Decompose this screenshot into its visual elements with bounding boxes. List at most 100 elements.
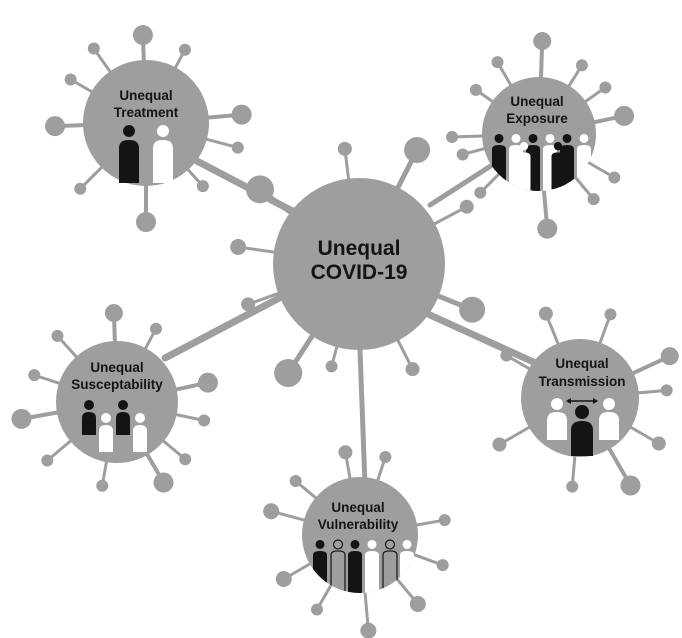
virus-spike-tip [230,239,247,256]
virus-body [83,60,209,186]
treatment-label-line1: Unequal [119,88,172,103]
susceptability-virus [11,304,218,493]
virus-spike-tip [64,73,77,86]
center-label-line2: COVID-19 [311,261,408,284]
person-head [528,134,538,143]
treatment-label-line2: Treatment [114,105,179,120]
people-with-double-arrow-icon [547,398,619,456]
central-virus [230,136,486,388]
person-head [553,142,563,151]
virus-spike-tip [566,480,579,493]
person-head [402,540,412,549]
virus-spike-tip [263,503,280,520]
person-head [315,540,325,549]
virus-spike-tip [459,199,474,214]
virus-spike-tip [274,359,303,388]
virus-spike-tip [587,193,600,206]
virus-spike-tip [41,454,54,467]
person-head [562,134,572,143]
person-head [579,134,589,143]
virus-spike-tip [614,105,635,126]
virus-spike-tip [337,141,352,156]
staggered-group-of-people-icon [82,400,147,452]
person-head [519,142,529,151]
exposure-label-line1: Unequal [510,94,563,109]
virus-spike-tip [231,141,244,154]
person-head [511,134,521,143]
virus-spike-tip [459,296,486,323]
virus-spike-tip [136,212,156,232]
person-head [367,540,377,549]
person-body [330,550,346,593]
person-body [517,152,531,191]
person-body [551,152,565,191]
virus-spike-tip [196,180,209,193]
virus-spike-tip [311,603,323,616]
person-body [382,550,398,593]
virus-spike-tip [197,372,218,393]
virus-spike-tip [575,59,588,72]
virus-spike-tip [198,414,211,427]
virus-spike-tip [446,131,459,144]
person-head [545,134,555,143]
virus-spike-tip [96,479,109,492]
virus-spike-tip [153,472,174,493]
virus-spike-tip [538,306,553,321]
transmission-label-line1: Unequal [555,356,608,371]
connector-exposure [427,157,503,208]
virus-spike-tip [245,175,274,204]
virus-spike-tip [51,329,64,342]
virus-spike-tip [231,104,252,125]
person-head [384,539,396,550]
virus-spike-tip [438,514,451,527]
virus-spike-tip [500,349,513,362]
person-body [365,550,379,593]
virus-spike-tip [537,218,558,239]
virus-spike-tip [338,445,353,460]
virus-spike-tip [533,32,552,51]
virus-spike-tip [275,571,292,587]
connector-vulnerability [357,347,368,488]
virus-spike-tip [104,304,123,323]
transmission-label-line2: Transmission [538,374,625,389]
virus-spike-tip [87,42,100,55]
virus-spike-tip [45,116,66,137]
virus-spike-tip [456,148,469,161]
exposure-virus [446,32,635,239]
virus-spike-tip [360,622,377,638]
virus-spike-tip [241,297,256,312]
person-body [348,550,362,593]
virus-spike-tip [28,369,41,382]
virus-spike-tip [608,171,621,184]
person-body [313,550,327,593]
susceptability-label-line2: Susceptability [71,377,163,392]
center-label-line1: Unequal [318,237,401,260]
person-head [332,539,344,550]
virus-spike-tip [491,56,504,69]
virus-spike-tip [178,43,191,56]
virus-spike-tip [289,475,302,488]
virus-spike-tip [149,322,162,335]
virus-spike-tip [405,362,420,377]
vulnerability-label-line1: Unequal [331,500,384,515]
person-head [494,134,504,143]
person-body [492,144,506,191]
virus-spike-tip [469,83,482,96]
treatment-virus [45,25,252,232]
virus-spike-tip [404,136,431,163]
virus-spike-tip [474,186,487,199]
person-head [350,540,360,549]
virus-spike-tip [492,437,507,452]
virus-spike-tip [74,182,87,195]
virus-body [273,178,445,350]
virus-spike-tip [599,81,612,94]
virus-spike-tip [660,384,673,397]
virus-spike-tip [379,451,392,464]
virus-spike-tip [11,408,32,429]
virus-spike-tip [325,360,338,373]
susceptability-label-line1: Unequal [90,360,143,375]
connector-transmission [426,311,544,369]
virus-spike-tip [409,595,426,612]
virus-spike-tip [604,308,617,321]
